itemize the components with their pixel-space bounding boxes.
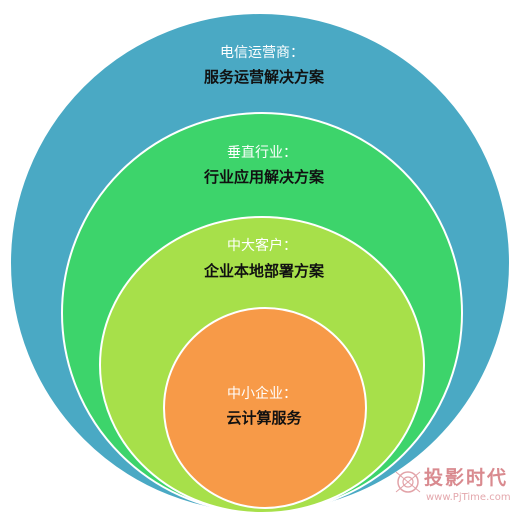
ring-vertical-industry-title: 垂直行业： — [227, 144, 297, 161]
watermark: 投影时代 www.PjTime.com — [395, 466, 511, 503]
watermark-url: www.PjTime.com — [426, 492, 511, 503]
ring-smb — [163, 307, 367, 509]
ring-large-customers-title: 中大客户： — [227, 237, 297, 254]
ring-telecom-desc: 服务运营解决方案 — [204, 68, 325, 86]
watermark-logo-text: 投影时代 — [424, 466, 508, 489]
ring-vertical-industry-desc: 行业应用解决方案 — [203, 168, 325, 186]
ring-smb-title: 中小企业： — [227, 385, 297, 402]
watermark-logo-icon — [395, 471, 421, 493]
ring-telecom-title: 电信运营商： — [220, 45, 304, 61]
ring-large-customers-desc: 企业本地部署方案 — [203, 262, 325, 280]
ring-smb-desc: 云计算服务 — [226, 409, 302, 427]
